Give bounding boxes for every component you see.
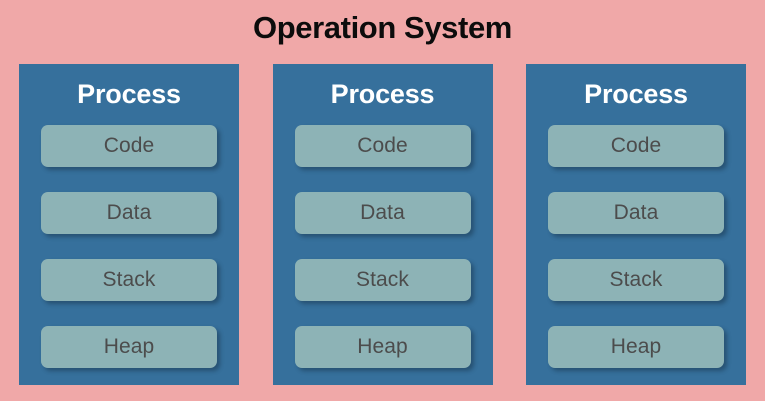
segment-box-heap: Heap <box>41 326 217 368</box>
process-box-3: Process Code Data Stack Heap <box>526 64 746 385</box>
segment-list: Code Data Stack Heap <box>294 125 471 368</box>
segment-label: Code <box>610 134 662 157</box>
segment-box-heap: Heap <box>548 326 724 368</box>
segment-label: Code <box>357 134 408 157</box>
process-title: Process <box>77 79 181 109</box>
segment-box-stack: Stack <box>294 259 471 301</box>
segment-label: Data <box>106 201 152 224</box>
segment-box-heap: Heap <box>294 326 471 368</box>
segment-box-data: Data <box>41 192 217 234</box>
process-box-1: Process Code Data Stack Heap <box>19 64 239 385</box>
segment-label: Heap <box>357 335 408 358</box>
segment-label: Stack <box>609 268 663 291</box>
segment-box-stack: Stack <box>41 259 217 301</box>
segment-box-code: Code <box>294 125 471 167</box>
segment-box-stack: Stack <box>548 259 724 301</box>
segment-label: Stack <box>355 268 410 291</box>
segment-list: Code Data Stack Heap <box>41 125 217 368</box>
segment-box-code: Code <box>41 125 217 167</box>
segment-label: Stack <box>102 268 156 291</box>
segment-label: Heap <box>610 335 662 358</box>
process-title: Process <box>584 79 688 109</box>
page-title: Operation System <box>253 10 512 45</box>
segment-label: Data <box>613 201 659 224</box>
process-row: Process Code Data Stack Heap Process <box>19 64 746 385</box>
segment-box-code: Code <box>548 125 724 167</box>
process-title: Process <box>330 79 435 109</box>
segment-label: Code <box>103 134 155 157</box>
process-box-2: Process Code Data Stack Heap <box>272 64 493 385</box>
segment-list: Code Data Stack Heap <box>548 125 724 368</box>
segment-label: Heap <box>103 335 155 358</box>
segment-box-data: Data <box>548 192 724 234</box>
segment-label: Data <box>360 201 405 224</box>
segment-box-data: Data <box>294 192 471 234</box>
